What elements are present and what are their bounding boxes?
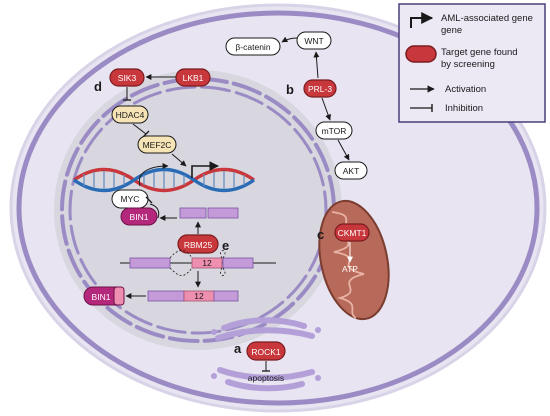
legend-target-pill-icon bbox=[405, 45, 437, 63]
prl3-node bbox=[303, 79, 337, 98]
prl3-to-wnt-arrow bbox=[313, 51, 320, 79]
ckmt1-node bbox=[334, 223, 370, 242]
mef2c-activates-transcription bbox=[171, 153, 187, 167]
legend: AML-associated gene gene Target gene fou… bbox=[398, 3, 546, 123]
myc-label: MYC bbox=[121, 194, 140, 204]
panel-e-splicing: RBM25 e 12 12 BIN1 bbox=[83, 221, 276, 306]
hdac4-inhibits-mef2c bbox=[132, 123, 147, 135]
sik3-node bbox=[109, 68, 145, 87]
sik3-label: SIK3 bbox=[118, 73, 137, 83]
mrna-bottom-exon-left bbox=[147, 290, 185, 302]
beta-catenin-node bbox=[225, 37, 281, 56]
lkb1-label: LKB1 bbox=[183, 73, 204, 83]
panel-b-letter: b bbox=[286, 82, 294, 97]
exon12-top-label: 12 bbox=[202, 258, 212, 268]
legend-gene-label: AML-associated gene bbox=[441, 13, 533, 24]
panel-b-pathway: WNT β-catenin b PRL-3 mTOR AKT bbox=[225, 31, 368, 180]
pre-mrna-exon-right bbox=[222, 257, 254, 269]
bin1-inhibits-myc bbox=[149, 203, 160, 219]
akt-node bbox=[334, 161, 368, 180]
hdac4-label: HDAC4 bbox=[116, 110, 145, 120]
dna-helix bbox=[72, 161, 256, 193]
prl3-label: PRL-3 bbox=[308, 84, 332, 94]
bin1-bottom-label: BIN1 bbox=[92, 292, 111, 302]
atp-label: ATP bbox=[342, 264, 358, 274]
apoptosis-label: apoptosis bbox=[248, 373, 284, 383]
panel-d-letter: d bbox=[94, 79, 102, 94]
rbm25-label: RBM25 bbox=[184, 240, 213, 250]
legend-activation-label: Activation bbox=[445, 84, 486, 95]
beta-catenin-label: β-catenin bbox=[235, 42, 270, 52]
wnt-node bbox=[296, 31, 332, 50]
mtor-label: mTOR bbox=[322, 126, 347, 136]
splice-arc-1 bbox=[169, 250, 193, 259]
legend-gene-label-2: gene bbox=[441, 25, 462, 36]
legend-target-label: Target gene found bbox=[441, 47, 518, 58]
mrna-bottom-exon-right bbox=[213, 290, 239, 302]
mrna-exon-left bbox=[179, 207, 207, 219]
wnt-label: WNT bbox=[304, 36, 323, 46]
mef2c-label: MEF2C bbox=[143, 140, 172, 150]
pre-mrna-exon-left bbox=[129, 257, 171, 269]
bin1-top-label: BIN1 bbox=[130, 212, 149, 222]
legend-gene-arrow-icon bbox=[410, 12, 434, 28]
legend-target-label-2: by screening bbox=[441, 59, 495, 70]
myc-bin1-complex: MYC BIN1 bbox=[111, 189, 239, 226]
akt-label: AKT bbox=[343, 166, 360, 176]
legend-inhibition-label: Inhibition bbox=[445, 103, 483, 114]
rock1-label: ROCK1 bbox=[251, 347, 281, 357]
panel-e-letter: e bbox=[222, 238, 229, 253]
wnt-to-beta-catenin-arrow bbox=[281, 36, 298, 43]
mtor-to-akt-arrow bbox=[337, 139, 350, 161]
mitochondrion: c CKMT1 ATP bbox=[317, 199, 390, 321]
golgi-apparatus: a ROCK1 apoptosis bbox=[211, 317, 321, 392]
prl3-to-mtor-arrow bbox=[321, 97, 331, 121]
rbm25-node bbox=[177, 234, 219, 254]
hdac4-node bbox=[111, 105, 149, 124]
transcription-start-arrow-icon bbox=[191, 161, 219, 178]
mef2c-node bbox=[137, 135, 177, 154]
myc-activation-arrow bbox=[138, 163, 169, 187]
exon12-bottom-label: 12 bbox=[194, 291, 204, 301]
panel-c-letter: c bbox=[317, 227, 324, 242]
bin1-top-node bbox=[120, 207, 158, 226]
panel-a-letter: a bbox=[234, 341, 242, 356]
panel-d-pathway: d SIK3 LKB1 HDAC4 MEF2C bbox=[94, 68, 211, 167]
rock1-node bbox=[246, 341, 286, 361]
pre-mrna-exon-12 bbox=[191, 257, 223, 269]
ckmt1-label: CKMT1 bbox=[338, 228, 367, 238]
mrna-exon-right bbox=[207, 207, 239, 219]
mtor-node bbox=[315, 121, 353, 140]
